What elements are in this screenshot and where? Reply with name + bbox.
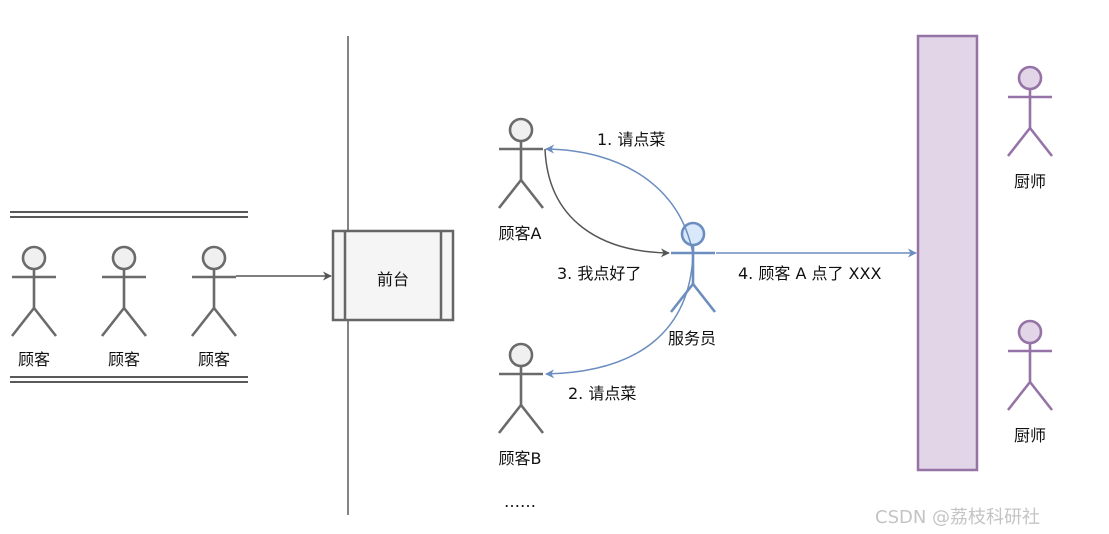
queue-customer-label: 顾客 [197,350,231,369]
front-desk-box [331,229,455,322]
queue-customer-icon [190,245,238,338]
queue-customer-label: 顾客 [17,350,51,369]
front-desk-label: 前台 [376,270,410,289]
queue-customer-icon [10,245,58,338]
chef-icon [1006,65,1054,158]
queue-rails [10,211,248,383]
watermark: CSDN @荔枝科研社 [875,507,1041,528]
queue-customer-icon [100,245,148,338]
msg2-label: 2. 请点菜 [568,384,637,403]
waiter-label: 服务员 [667,329,717,348]
msg1-arrow [545,144,694,255]
customer-b-label: 顾客B [498,449,542,468]
waiter-icon [669,221,717,314]
chef-label: 厨师 [1013,426,1047,445]
msg2-arrow [545,253,694,379]
kitchen-bar [916,34,979,472]
customer-b-icon [497,342,545,435]
msg3-arrow [544,148,670,258]
queue-customer-label: 顾客 [107,350,141,369]
msg3-label: 3. 我点好了 [557,264,642,283]
customer-a-icon [497,117,545,210]
msg1-label: 1. 请点菜 [597,130,666,149]
msg4-label: 4. 顾客 A 点了 XXX [738,264,882,283]
chef-label: 厨师 [1013,172,1047,191]
chef-icon [1006,319,1054,412]
customer-a-label: 顾客A [498,224,542,243]
ellipsis-label: …… [504,492,536,511]
